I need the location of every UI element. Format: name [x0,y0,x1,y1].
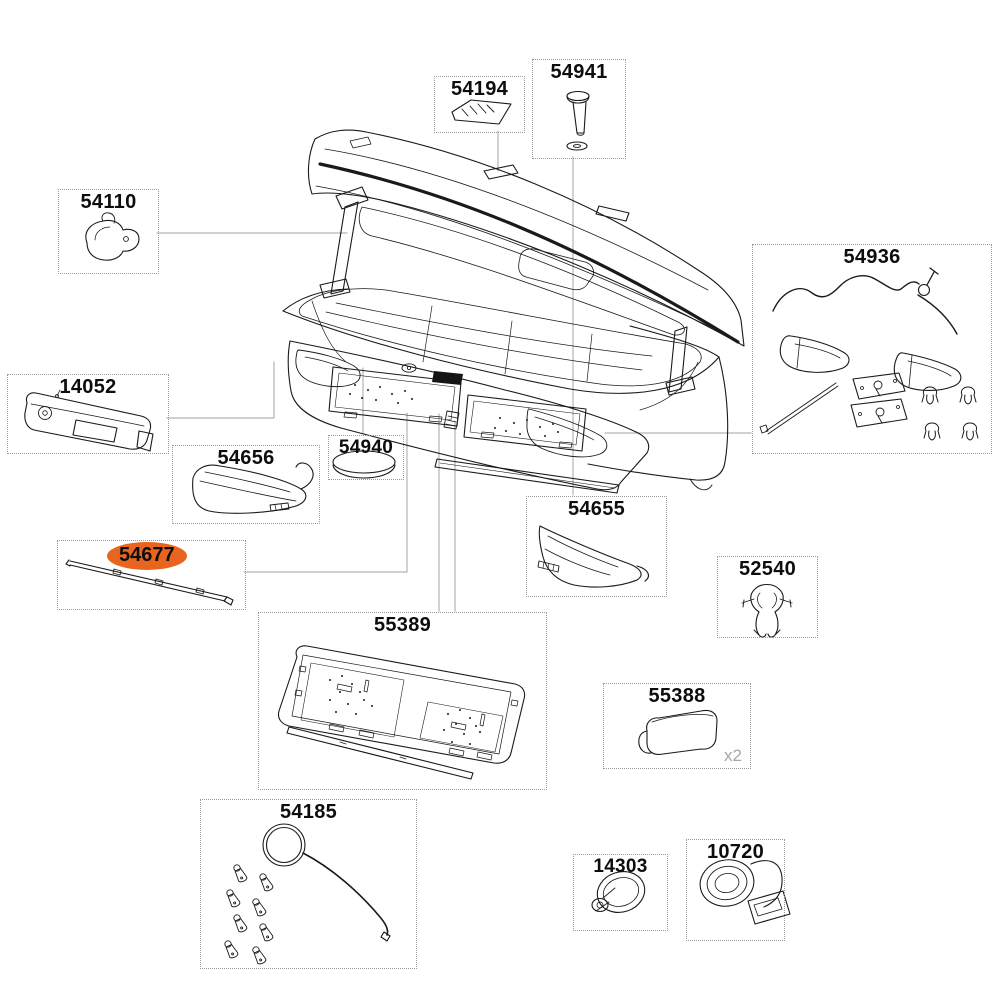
part-number: 10720 [706,841,765,863]
sketch-54940-oval-plug [332,450,396,479]
part-box-54936[interactable]: 54936 [752,244,992,454]
part-box-54656[interactable]: 54656 [172,445,320,524]
part-number: 55389 [373,614,432,636]
part-number: 54941 [550,61,608,83]
sketch-14303-grommet [591,871,646,913]
sketch-54656-end-cap-left [192,462,314,514]
part-box-54110[interactable]: 54110 [58,189,159,274]
sketch-54655-end-cap-right [537,525,649,588]
central-diagram-cargo-box [282,129,745,494]
sketch-54110-hook-bracket [85,212,140,261]
leader-lines [156,130,752,612]
part-number: 54656 [217,447,275,469]
part-number: 14052 [59,376,117,398]
sketch-54677-trim-strip [65,559,234,606]
sketch-55388-cover-cap [638,709,718,755]
part-box-54655[interactable]: 54655 [526,496,667,597]
part-number-highlighted: 54677 [119,544,175,566]
part-number: 52540 [738,558,797,580]
part-box-54940[interactable]: 54940 [328,435,404,480]
part-number: 54936 [843,246,901,268]
part-number: 55388 [648,685,706,707]
sketch-54941-bolt-washer [566,90,590,151]
fastener-clips [921,386,979,441]
part-box-54185[interactable]: 54185 [200,799,417,969]
part-number: 54655 [567,498,626,520]
part-box-54677-highlighted[interactable]: 54677 [57,540,246,610]
sketch-54194-thule-badge [451,99,512,125]
part-number: 54194 [450,78,509,100]
sketch-54185-clip-set-cable [224,823,391,965]
sketch-54936-lamp-kit [759,267,979,441]
part-box-55389[interactable]: 55389 [258,612,547,790]
highlight-ellipse [107,542,187,570]
part-number: 54110 [80,191,137,213]
part-box-54941[interactable]: 54941 [532,59,626,159]
part-box-14303[interactable]: 14303 [573,854,668,931]
part-box-54194[interactable]: 54194 [434,76,525,133]
part-box-10720[interactable]: 10720 [686,839,785,941]
part-box-14052[interactable]: 14052 [7,374,169,454]
part-number: 14303 [593,856,648,877]
quantity-note: x2 [724,746,742,765]
sketch-52540-clip [741,583,793,638]
sketch-14052-handle-panel [24,389,154,452]
plate-mount-dots [349,384,559,437]
sketch-55389-plate-holder [277,645,526,780]
part-number: 54940 [338,437,394,458]
sketch-10720-strap [699,859,791,925]
part-box-55388[interactable]: 55388 x2 [603,683,751,769]
part-box-52540[interactable]: 52540 [717,556,818,638]
part-number: 54185 [279,801,338,823]
